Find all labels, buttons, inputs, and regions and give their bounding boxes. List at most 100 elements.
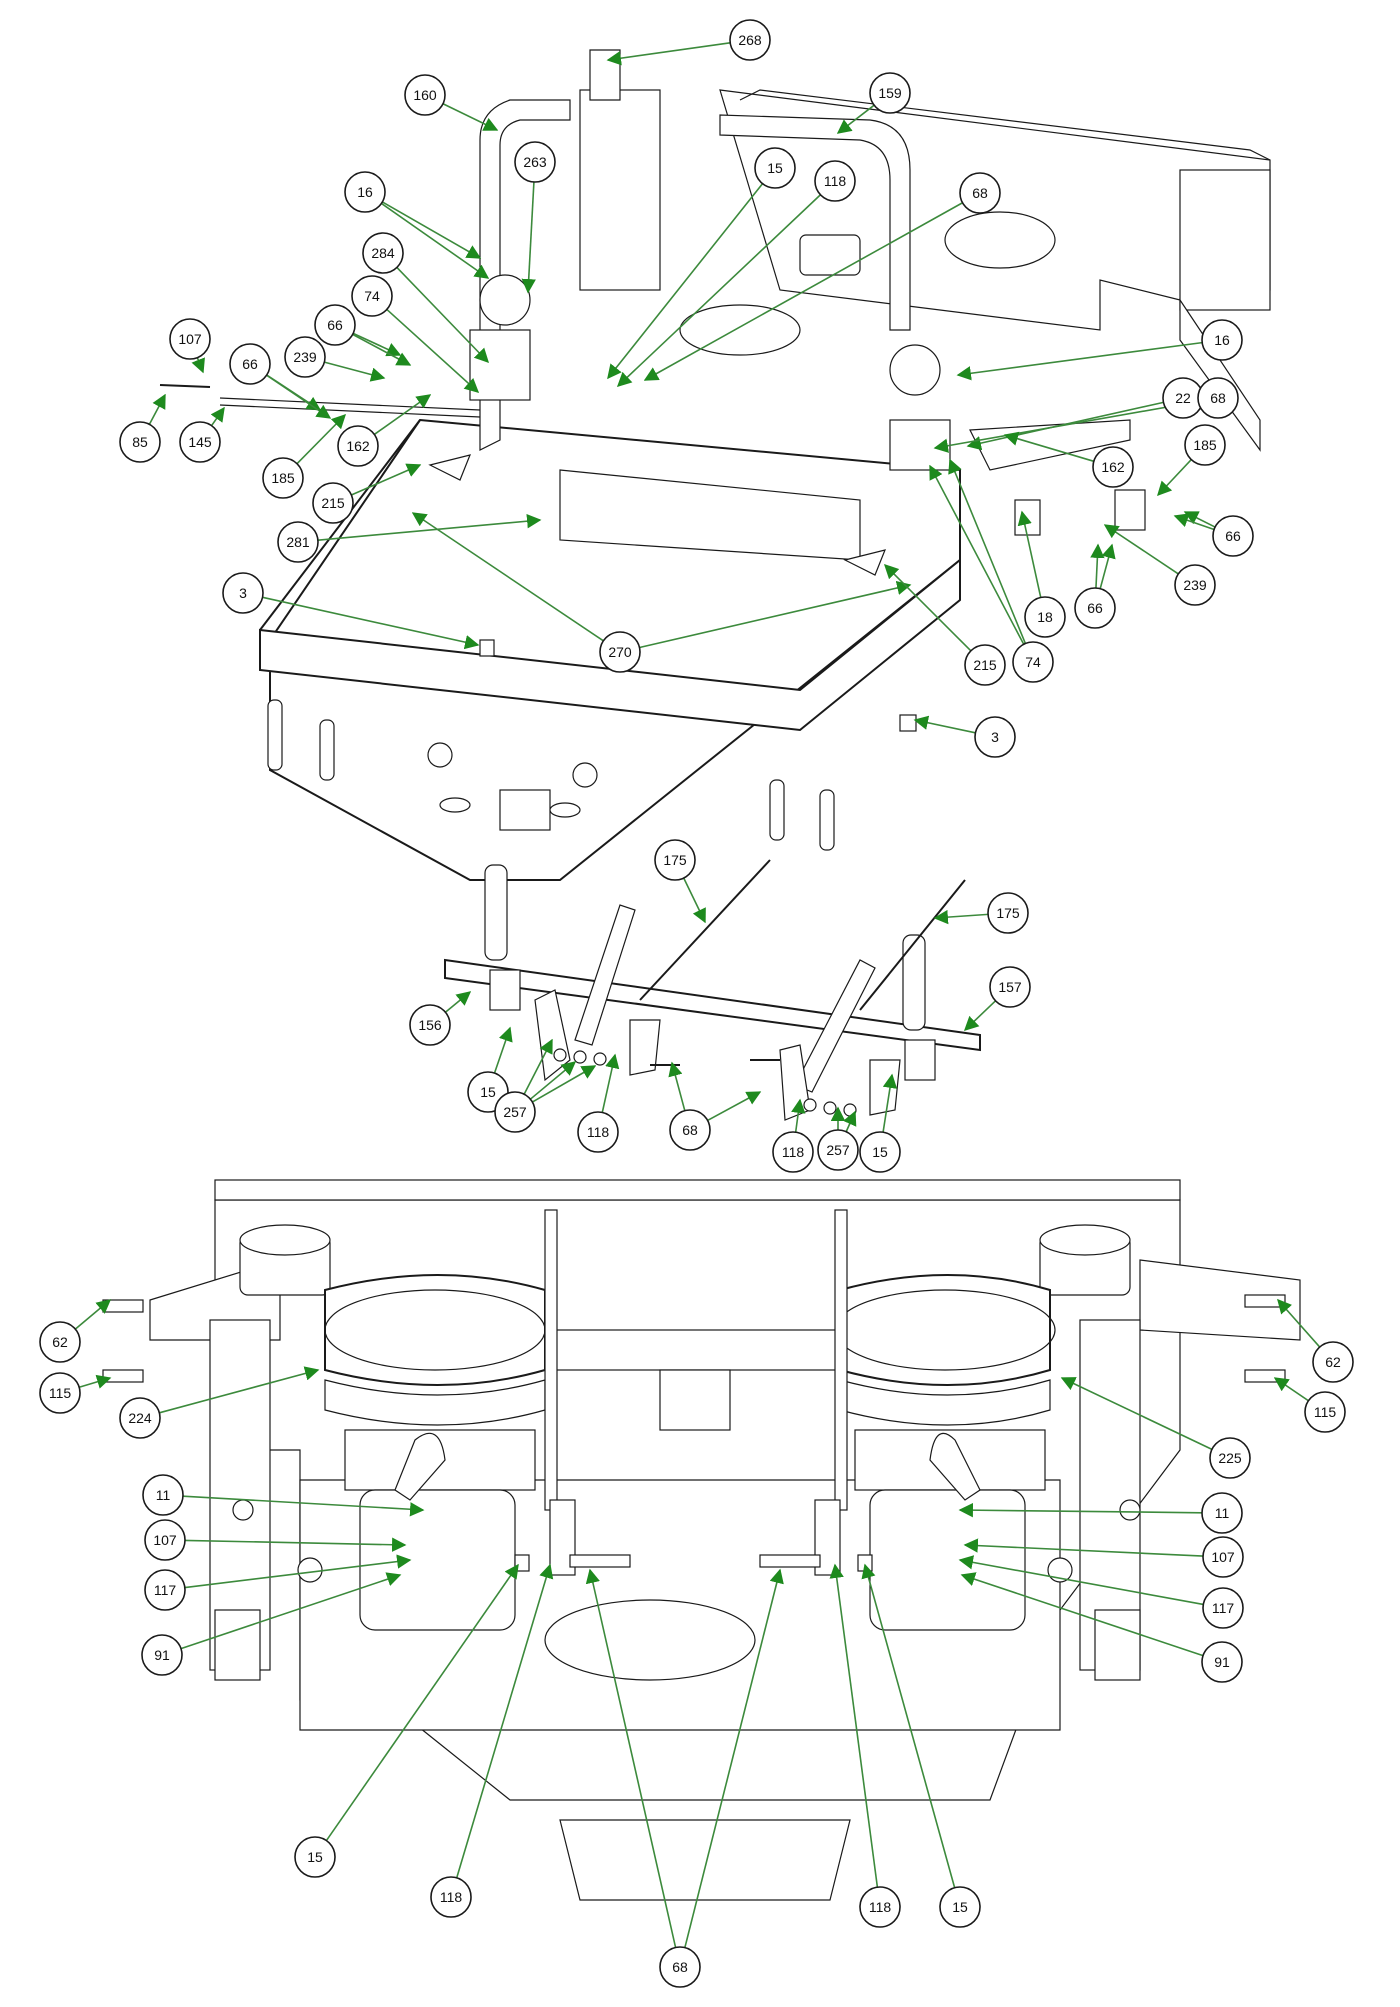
callout-bubble: 62 (1312, 1341, 1354, 1383)
leader-line (352, 333, 412, 366)
leader-lines (74, 41, 1321, 1948)
callout-number: 224 (128, 1410, 152, 1426)
callout-circle (939, 1886, 981, 1928)
callout-bubble: 118 (577, 1111, 619, 1153)
callout-circle (659, 1946, 701, 1988)
callout-circle (351, 275, 393, 317)
frame-assembly (159, 49, 1271, 881)
callout-circle (1024, 596, 1066, 638)
callout-bubble: 156 (409, 1004, 451, 1046)
leader-line (182, 1495, 425, 1517)
callout-number: 225 (1218, 1450, 1242, 1466)
callout-bubble: 66 (314, 304, 356, 346)
callout-number: 215 (321, 495, 345, 511)
leader-line (1017, 510, 1042, 598)
callout-circle (772, 1131, 814, 1173)
leader-line (148, 393, 166, 425)
callout-bubble: 268 (729, 19, 771, 61)
callout-number: 257 (826, 1142, 850, 1158)
leader-line (373, 394, 432, 436)
callout-circle (729, 19, 771, 61)
leader-line (1003, 431, 1095, 463)
callout-bubble: 145 (179, 421, 221, 463)
callout-number: 62 (52, 1334, 68, 1350)
callout-circle (989, 966, 1031, 1008)
callout-circle (577, 1111, 619, 1153)
callout-number: 175 (996, 905, 1020, 921)
leader-line (933, 400, 1199, 453)
leader-line (78, 1374, 112, 1389)
callout-circle (39, 1372, 81, 1414)
callout-number: 175 (663, 852, 687, 868)
callout-number: 68 (972, 185, 988, 201)
callout-bubble: 215 (964, 644, 1006, 686)
leader-line (668, 1061, 686, 1111)
leader-line (933, 909, 989, 925)
callout-circle (1209, 1437, 1251, 1479)
callout-bubble: 118 (859, 1886, 901, 1928)
callout-number: 118 (869, 1899, 892, 1915)
callout-number: 117 (1212, 1600, 1235, 1616)
leader-line (352, 332, 402, 357)
leader-line (324, 361, 386, 382)
callout-bubble: 74 (351, 275, 393, 317)
callout-bubble: 107 (144, 1519, 186, 1561)
callout-circle (1201, 1641, 1243, 1683)
callout-bubble: 66 (1212, 515, 1254, 557)
callout-circle (169, 318, 211, 360)
callout-bubble: 16 (344, 171, 386, 213)
callout-bubble: 11 (142, 1474, 184, 1516)
callout-bubble: 107 (169, 318, 211, 360)
callout-bubble: 107 (1202, 1536, 1244, 1578)
callout-bubble: 224 (119, 1397, 161, 1439)
callout-bubble: 68 (669, 1109, 711, 1151)
callout-number: 281 (286, 534, 310, 550)
leader-line (843, 1110, 857, 1133)
callout-bubble: 157 (989, 966, 1031, 1008)
leader-line (861, 1563, 956, 1888)
callout-bubble: 257 (494, 1091, 536, 1133)
callout-number: 268 (738, 32, 762, 48)
leader-line (958, 1555, 1204, 1606)
callout-bubble: 3 (222, 572, 264, 614)
callout-circle (959, 172, 1001, 214)
leader-line (963, 1000, 997, 1031)
callout-circle (404, 74, 446, 116)
callout-bubble: 284 (362, 232, 404, 274)
leader-line (958, 1502, 1203, 1518)
leader-line (180, 1572, 402, 1650)
leader-line (1183, 511, 1216, 528)
callout-bubble: 160 (404, 74, 446, 116)
callout-number: 159 (878, 85, 902, 101)
callout-bubble: 118 (772, 1131, 814, 1173)
callout-bubble: 162 (1092, 446, 1134, 488)
leader-line (1157, 459, 1192, 497)
callout-circle (141, 1634, 183, 1676)
callout-bubble: 11 (1201, 1492, 1243, 1534)
callout-number: 107 (1211, 1549, 1235, 1565)
callout-number: 11 (156, 1487, 171, 1503)
callout-number: 11 (1215, 1505, 1230, 1521)
callout-circle (262, 457, 304, 499)
callout-bubble: 175 (987, 892, 1029, 934)
callout-bubble: 215 (312, 482, 354, 524)
callout-number: 62 (1325, 1354, 1341, 1370)
leader-line (444, 991, 472, 1013)
leader-line (829, 1563, 879, 1888)
callout-bubble: 117 (144, 1569, 186, 1611)
leader-line (381, 201, 482, 259)
leader-line (1173, 513, 1215, 531)
leader-line (956, 341, 1203, 381)
callout-circle (1174, 564, 1216, 606)
callout-number: 68 (672, 1959, 688, 1975)
callout-circle (859, 1131, 901, 1173)
leader-line (1060, 1377, 1213, 1451)
leader-line (1277, 1298, 1321, 1348)
callout-number: 66 (1225, 528, 1241, 544)
callout-bubble: 15 (754, 147, 796, 189)
leader-line (411, 512, 604, 642)
callout-number: 15 (307, 1849, 323, 1865)
callout-number: 284 (371, 245, 395, 261)
leader-line (707, 1091, 762, 1122)
